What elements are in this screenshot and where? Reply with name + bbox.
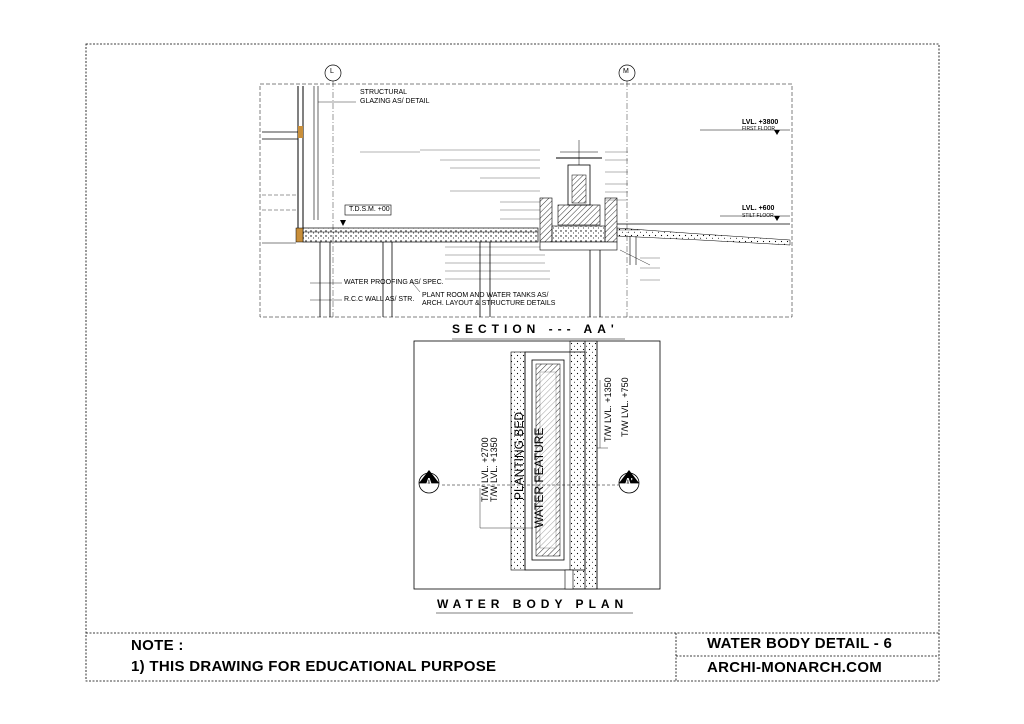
planting-bed-label: PLANTING BED [512, 411, 526, 500]
water-feature-label: WATER FEATURE [532, 427, 546, 528]
plan-title: WATER BODY PLAN [437, 597, 629, 611]
first-floor-label: FIRST FLOOR [742, 126, 775, 132]
plant-room-note-2: ARCH. LAYOUT & STRUCTURE DETAILS [422, 300, 556, 307]
section-marker-right-label: A' [625, 477, 633, 486]
plan-drawing [413, 340, 661, 590]
note-heading: NOTE : [131, 637, 184, 654]
section-marker-left-label: A [426, 477, 432, 486]
note-line: 1) THIS DRAWING FOR EDUCATIONAL PURPOSE [131, 658, 497, 675]
tdsm-level-label: T.D.S.M. +00 [349, 206, 390, 213]
structural-glazing-note-1: STRUCTURAL [360, 89, 408, 96]
tw-right-level-1: T/W LVL. +1350 [603, 377, 613, 442]
plant-room-note-1: PLANT ROOM AND WATER TANKS AS/ [422, 292, 549, 299]
section-drawing [259, 64, 793, 318]
tw-right-level-2: T/W LVL. +750 [620, 377, 630, 437]
structural-glazing-note-2: GLAZING AS/ DETAIL [360, 98, 430, 105]
grid-label-right: M [623, 68, 629, 75]
sheet-border [85, 43, 940, 682]
first-floor-level: LVL. +3800 [742, 119, 779, 126]
water-proofing-note: WATER PROOFING AS/ SPEC. [344, 279, 444, 286]
rcc-wall-note: R.C.C WALL AS/ STR. [344, 296, 415, 303]
section-marker-right [618, 470, 640, 494]
grid-label-left: L [330, 68, 334, 75]
stilt-floor-level: LVL. +600 [742, 205, 775, 212]
website-label: ARCHI-MONARCH.COM [707, 659, 883, 676]
section-title: SECTION --- AA' [452, 322, 619, 336]
stilt-floor-label: STILT FLOOR [742, 213, 774, 219]
section-marker-left [418, 470, 440, 494]
tw-left-level-2: T/W LVL. +1350 [489, 437, 499, 502]
drawing-title: WATER BODY DETAIL - 6 [707, 635, 893, 652]
